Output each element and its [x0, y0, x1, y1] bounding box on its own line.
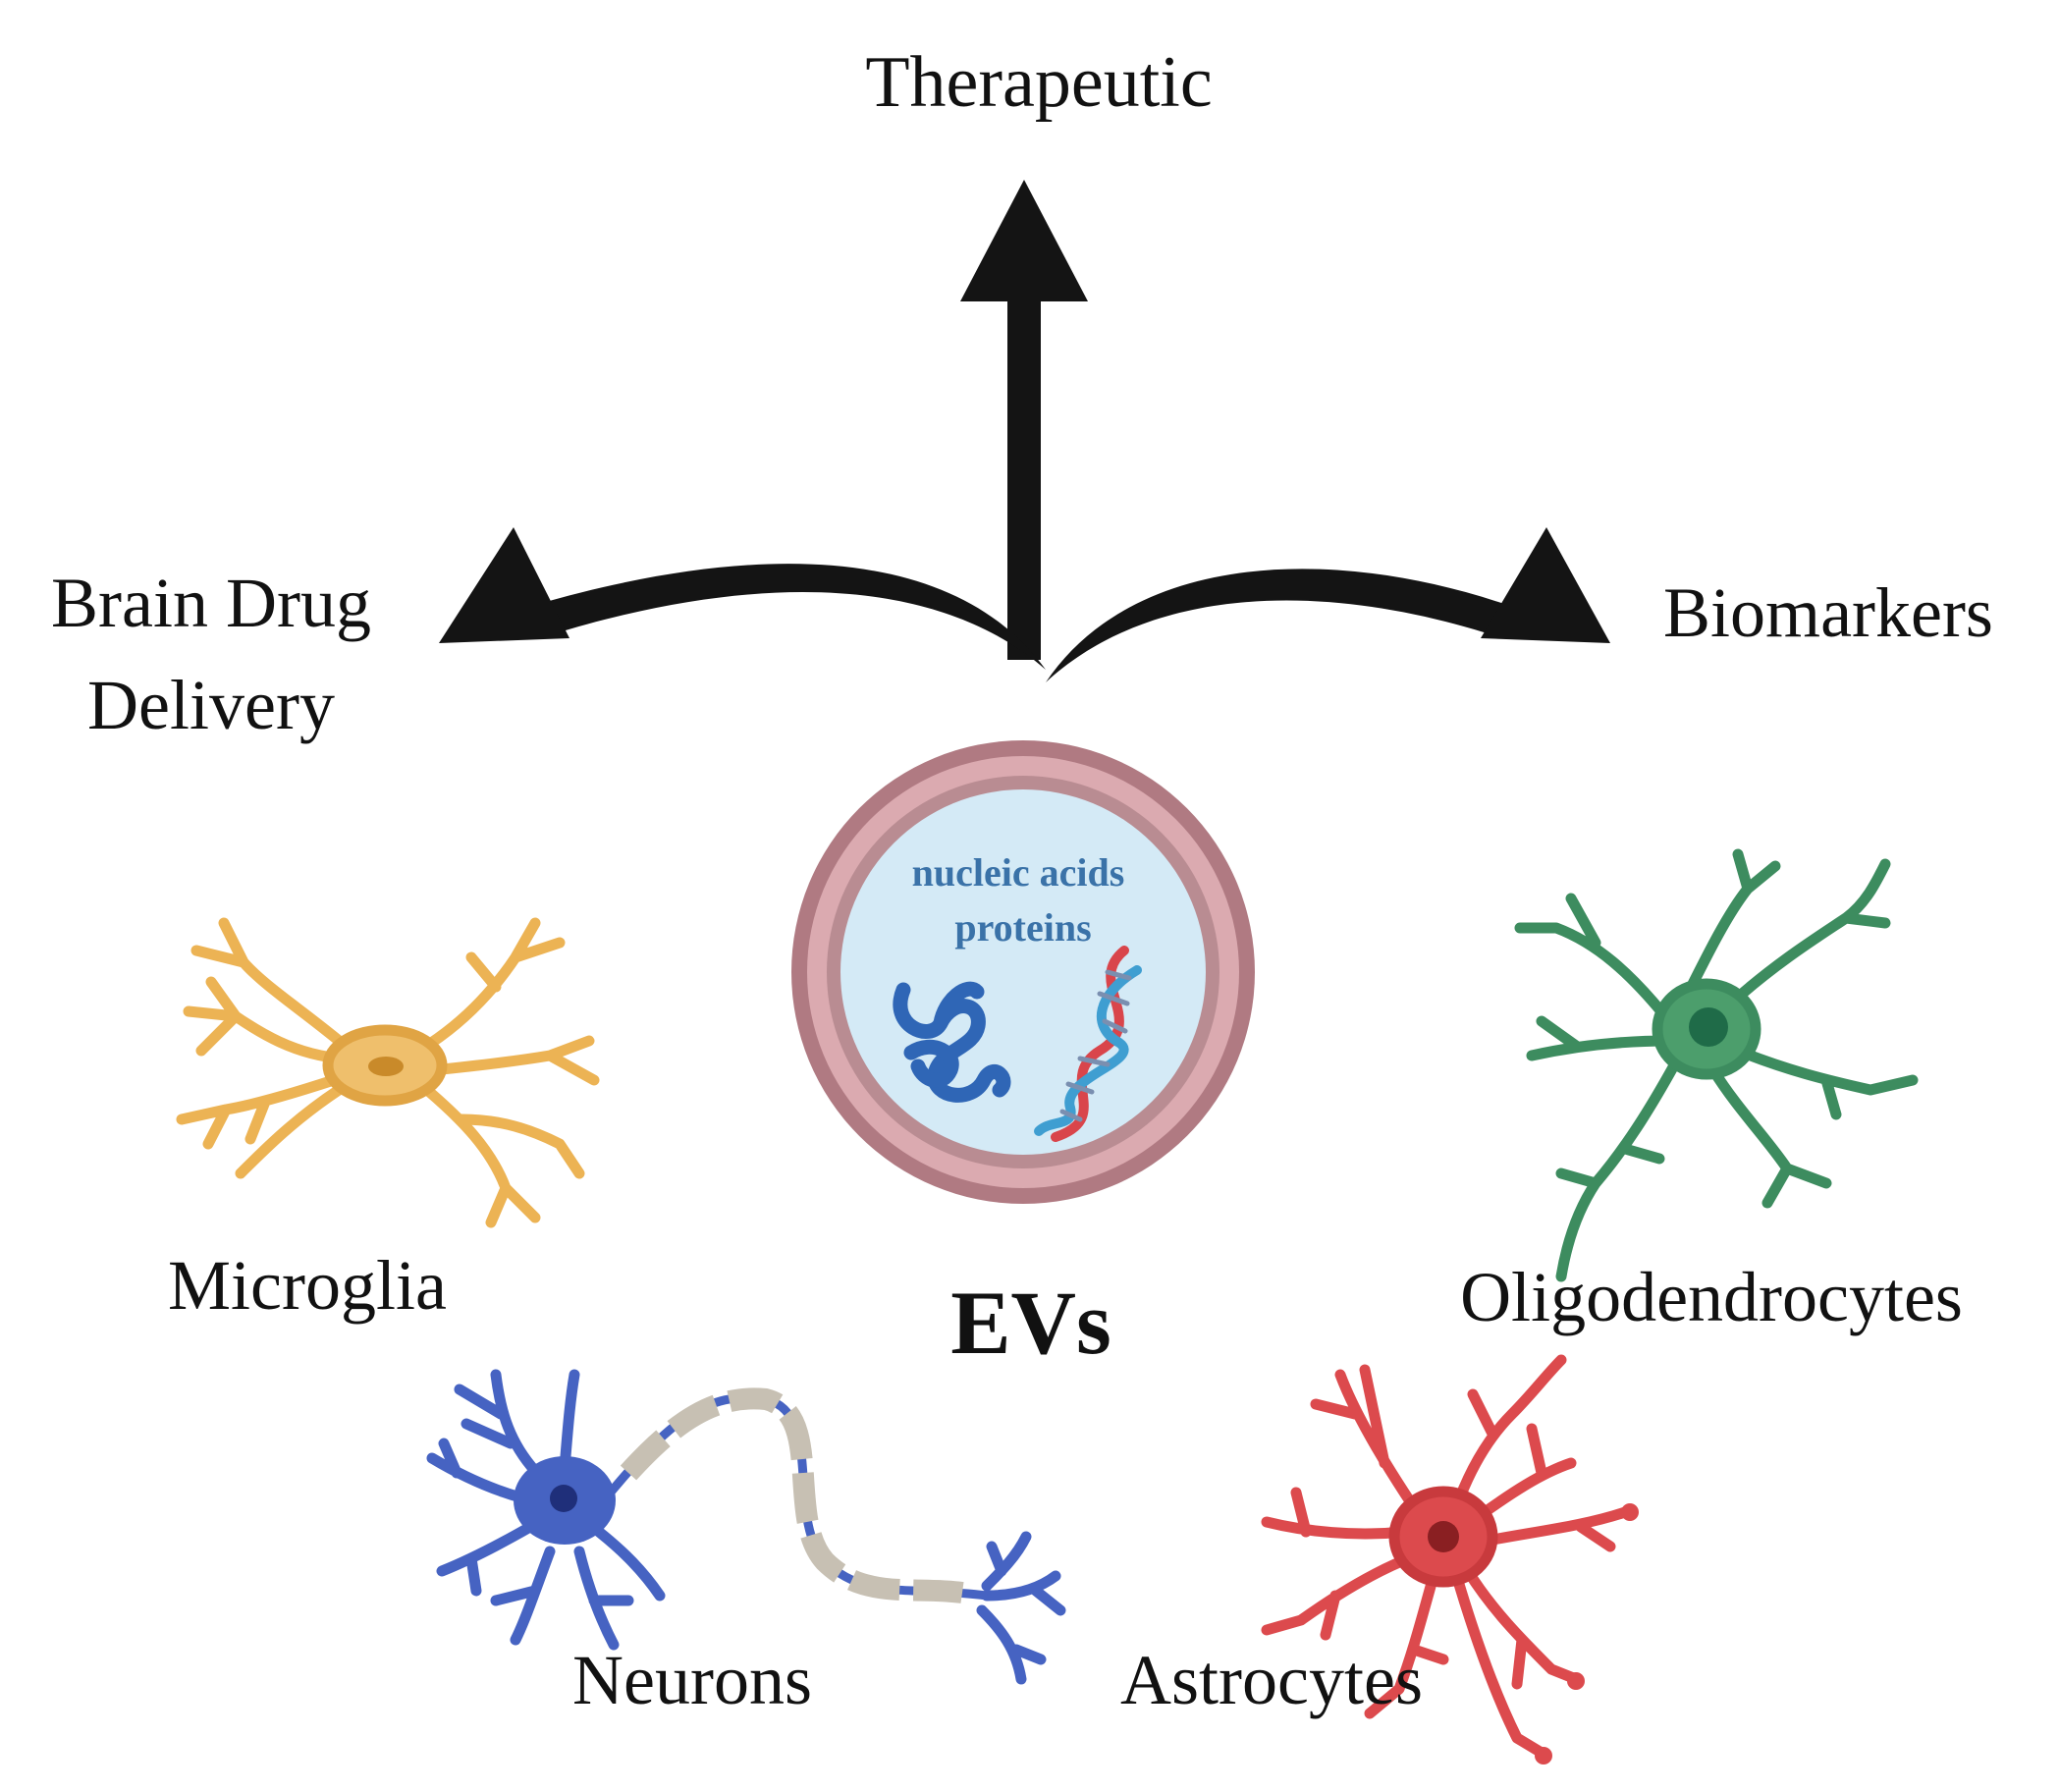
- arrow-therapeutic: [960, 180, 1088, 660]
- label-biomarkers: Biomarkers: [1663, 573, 1993, 652]
- label-therapeutic: Therapeutic: [865, 42, 1212, 123]
- ev-cargo-proteins: proteins: [954, 905, 1091, 950]
- label-microglia: Microglia: [168, 1246, 447, 1325]
- label-neurons: Neurons: [572, 1641, 812, 1719]
- protein-icon: [893, 981, 1011, 1103]
- arrow-brain-drug-delivery: [439, 527, 1046, 670]
- label-oligodendrocytes: Oligodendrocytes: [1460, 1258, 1963, 1336]
- label-astrocytes: Astrocytes: [1120, 1641, 1423, 1719]
- arrow-biomarkers: [1046, 527, 1610, 682]
- dna-icon: [1034, 946, 1142, 1142]
- label-brain-drug-delivery-line2: Delivery: [87, 666, 335, 744]
- oligodendrocyte-cell-icon: [1514, 848, 1919, 1282]
- ev-cargo-nucleic-acids: nucleic acids: [912, 850, 1125, 895]
- neuron-cell-icon: [426, 1369, 1066, 1685]
- ev-vesicle: nucleic acids proteins: [791, 740, 1255, 1204]
- label-brain-drug-delivery-line1: Brain Drug: [51, 564, 371, 642]
- ev-label: EVs: [950, 1273, 1111, 1373]
- astrocyte-cell-icon: [1261, 1354, 1639, 1765]
- microglia-cell-icon: [176, 917, 600, 1228]
